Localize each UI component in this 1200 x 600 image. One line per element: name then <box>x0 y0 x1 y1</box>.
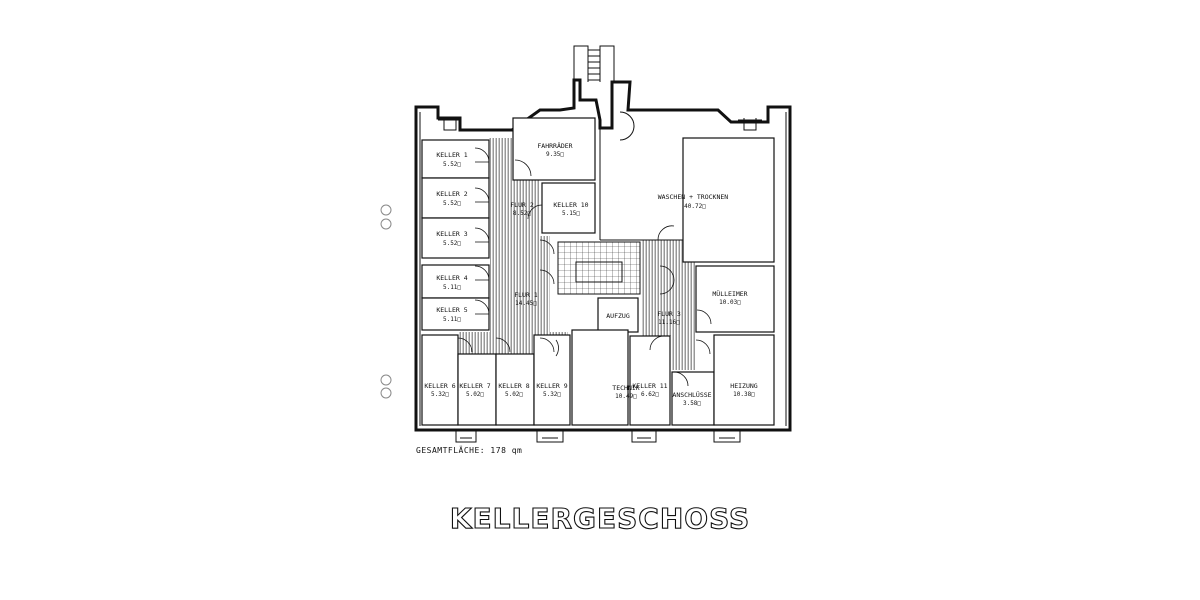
area-keller2: 5.52□ <box>443 200 461 207</box>
area-keller4: 5.11□ <box>443 284 461 291</box>
staircase <box>557 241 641 295</box>
area-keller5: 5.11□ <box>443 316 461 323</box>
area-keller1: 5.52□ <box>443 161 461 168</box>
room-keller2 <box>421 177 490 219</box>
label-anschluesse: ANSCHLÜSSE <box>672 390 711 399</box>
area-keller9: 5.32□ <box>543 391 561 398</box>
room-keller11 <box>629 335 671 426</box>
label-flur2: FLUR 2 <box>510 201 534 209</box>
area-heizung: 10.38□ <box>733 391 755 398</box>
area-flur3: 11.16□ <box>658 319 680 326</box>
label-muelleimer: MÜLLEIMER <box>712 289 747 298</box>
label-keller9: KELLER 9 <box>536 382 567 390</box>
room-keller10 <box>541 182 596 234</box>
floor-title: KELLERGESCHOSS <box>450 502 750 535</box>
label-waschen: WASCHEN + TROCKNEN <box>658 193 729 201</box>
label-technik: TECHNIK <box>612 384 639 392</box>
label-keller3: KELLER 3 <box>436 230 467 238</box>
area-keller11: 6.62□ <box>641 391 659 398</box>
area-keller8: 5.02□ <box>505 391 523 398</box>
room-muelleimer <box>695 265 775 333</box>
area-keller7: 5.02□ <box>466 391 484 398</box>
area-keller6: 5.32□ <box>431 391 449 398</box>
area-anschluesse: 3.58□ <box>683 400 701 407</box>
room-keller1 <box>421 139 490 179</box>
label-keller10: KELLER 10 <box>553 201 588 209</box>
label-keller4: KELLER 4 <box>436 274 467 282</box>
label-fahrraeder: FAHRRÄDER <box>537 141 572 150</box>
label-keller5: KELLER 5 <box>436 306 467 314</box>
label-keller8: KELLER 8 <box>498 382 529 390</box>
room-keller7 <box>457 353 497 426</box>
area-fahrraeder: 9.35□ <box>546 151 564 158</box>
label-keller6: KELLER 6 <box>424 382 455 390</box>
rooms <box>421 117 775 426</box>
area-waschen: 40.72□ <box>684 203 706 210</box>
label-flur3: FLUR 3 <box>657 310 681 318</box>
area-flur1: 14.45□ <box>515 300 537 307</box>
area-flur2: 8.52□ <box>513 210 531 217</box>
room-waschen <box>682 137 775 263</box>
room-heizung <box>713 334 775 426</box>
punch-holes <box>380 204 392 399</box>
room-keller9 <box>533 334 571 426</box>
room-keller8 <box>495 353 535 426</box>
total-area-label: GESAMTFLÄCHE: 178 qm <box>416 445 522 455</box>
label-keller7: KELLER 7 <box>459 382 490 390</box>
window-niches <box>438 118 762 443</box>
label-aufzug: AUFZUG <box>606 312 630 320</box>
room-keller4 <box>421 264 490 299</box>
area-keller3: 5.52□ <box>443 240 461 247</box>
label-flur1: FLUR 1 <box>514 291 538 299</box>
area-technik: 10.49□ <box>615 393 637 400</box>
label-keller2: KELLER 2 <box>436 190 467 198</box>
label-heizung: HEIZUNG <box>730 382 757 390</box>
label-keller11: KELLER 11 <box>632 382 667 390</box>
room-keller6 <box>421 334 459 426</box>
door-swings <box>457 147 712 387</box>
room-keller3 <box>421 217 490 259</box>
area-keller10: 5.15□ <box>562 210 580 217</box>
area-muelleimer: 10.03□ <box>719 299 741 306</box>
room-labels: KELLER 1 5.52□ KELLER 2 5.52□ KELLER 3 5… <box>424 141 757 407</box>
room-technik <box>571 329 629 426</box>
room-aufzug <box>597 297 639 333</box>
label-keller1: KELLER 1 <box>436 151 467 159</box>
room-fahrraeder <box>512 117 596 181</box>
